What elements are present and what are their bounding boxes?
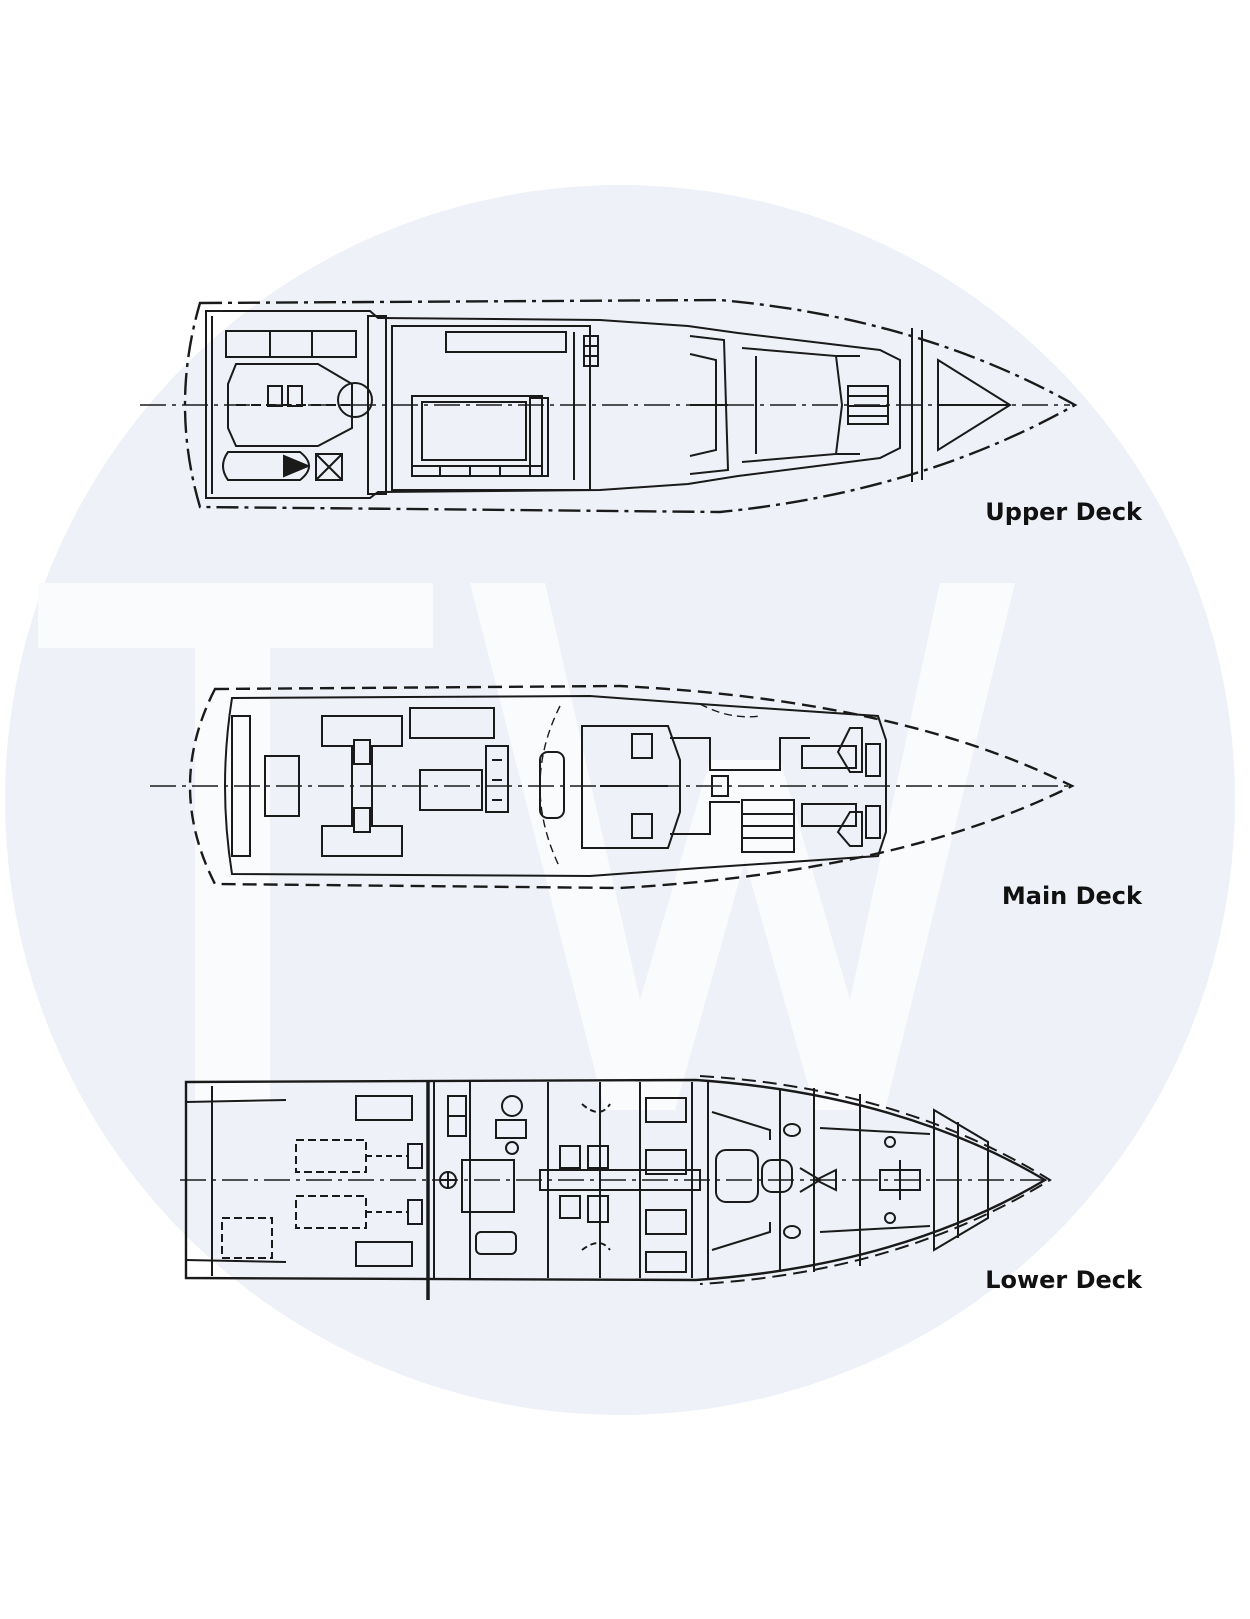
upper-deck-plan	[140, 298, 1078, 514]
main-deck-label: Main Deck	[1001, 882, 1142, 910]
upper-deck-label: Upper Deck	[985, 498, 1142, 526]
main-deck-plan	[150, 684, 1075, 890]
lower-deck-plan	[180, 1075, 1052, 1300]
watermark-circle	[5, 185, 1235, 1415]
lower-deck-label: Lower Deck	[985, 1266, 1142, 1294]
